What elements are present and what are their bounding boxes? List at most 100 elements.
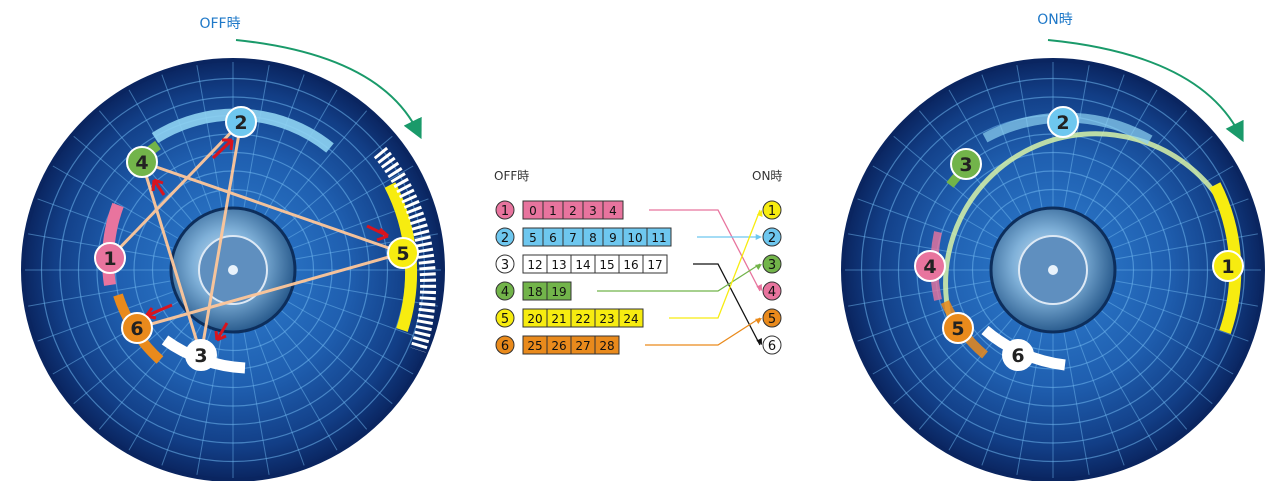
off-marker-6-label: 6 bbox=[130, 318, 143, 340]
legend-link-6 bbox=[645, 317, 761, 346]
legend-cell-value: 6 bbox=[549, 231, 557, 245]
off-disc-grid-spoke bbox=[253, 72, 306, 212]
legend-right-number: 6 bbox=[768, 339, 776, 354]
legend-row-number: 1 bbox=[501, 204, 509, 219]
legend-cell-value: 14 bbox=[575, 258, 590, 272]
legend-row-number: 3 bbox=[501, 258, 509, 273]
on-marker-3-badge bbox=[950, 148, 982, 180]
legend-cell-value: 23 bbox=[599, 312, 614, 326]
legend-cell-value: 2 bbox=[569, 204, 577, 218]
legend-cell-value: 1 bbox=[549, 204, 557, 218]
legend-right-badge bbox=[762, 200, 782, 220]
off-marker-6: 6 bbox=[121, 312, 153, 344]
legend-cell bbox=[594, 335, 620, 355]
on-disc-grid-spoke bbox=[846, 280, 993, 307]
on-disc-grid-spoke bbox=[1083, 323, 1159, 453]
on-disc-grid-spoke bbox=[1073, 72, 1126, 212]
on-rotation-arrow bbox=[1047, 39, 1244, 143]
legend-cell-value: 16 bbox=[623, 258, 638, 272]
off-marker-5-badge bbox=[387, 237, 419, 269]
on-marker-6-label: 6 bbox=[1011, 345, 1024, 367]
legend-link-1 bbox=[649, 209, 761, 292]
legend-cell-value: 15 bbox=[599, 258, 614, 272]
legend-cell-value: 10 bbox=[627, 231, 642, 245]
legend-cell-value: 8 bbox=[589, 231, 597, 245]
legend-cell bbox=[646, 227, 672, 247]
legend-right-number: 4 bbox=[768, 285, 776, 300]
off-disc-grid-spoke bbox=[243, 63, 270, 210]
off-marker-1: 1 bbox=[94, 242, 126, 274]
legend-cell-value: 27 bbox=[575, 339, 590, 353]
legend-right-number: 5 bbox=[768, 312, 776, 327]
on-disc-grid-spoke bbox=[891, 309, 1006, 406]
on-disc-grid-spoke bbox=[870, 164, 1000, 240]
off-marker-5-label: 5 bbox=[396, 243, 409, 265]
legend-link-head bbox=[755, 318, 762, 324]
on-marker-6-badge bbox=[1002, 339, 1034, 371]
legend-right-number: 3 bbox=[768, 258, 776, 273]
off-disc-grid-spoke bbox=[97, 317, 194, 432]
off-disc-grid-spoke bbox=[196, 63, 223, 210]
off-disc-grid-spoke bbox=[160, 72, 213, 212]
off-disc-grid-spoke bbox=[50, 300, 180, 376]
legend-cell-value: 18 bbox=[527, 285, 542, 299]
legend-cell bbox=[642, 254, 668, 274]
off-marker-5: 5 bbox=[387, 237, 419, 269]
off-disc-grid-spoke bbox=[291, 290, 431, 343]
on-marker-6: 6 bbox=[1002, 339, 1034, 371]
off-marker-2: 2 bbox=[225, 106, 257, 138]
legend-row-number: 4 bbox=[501, 285, 509, 300]
on-marker-2-label: 2 bbox=[1056, 112, 1069, 134]
on-arc-glow bbox=[943, 131, 1223, 321]
on-marker-3: 3 bbox=[950, 148, 982, 180]
on-marker-4: 4 bbox=[914, 250, 946, 282]
off-disc-grid-spoke bbox=[243, 330, 270, 477]
off-marker-1-label: 1 bbox=[103, 248, 116, 270]
on-disc-grid-spoke bbox=[846, 233, 993, 260]
on-marker-5-badge bbox=[942, 312, 974, 344]
legend-row-badge bbox=[495, 281, 515, 301]
legend-cell-value: 22 bbox=[575, 312, 590, 326]
off-marker-4: 4 bbox=[126, 146, 158, 178]
legend-right-3: 3 bbox=[762, 254, 782, 274]
legend-cell-value: 5 bbox=[529, 231, 537, 245]
off-marker-1-badge bbox=[94, 242, 126, 274]
on-marker-2-badge bbox=[1047, 106, 1079, 138]
legend-link-head bbox=[756, 210, 763, 217]
on-disc-grid-spoke bbox=[855, 290, 995, 343]
legend-row-badge bbox=[495, 200, 515, 220]
legend-row-number: 5 bbox=[501, 312, 509, 327]
legend-right-badge bbox=[762, 335, 782, 355]
legend-cell-value: 13 bbox=[551, 258, 566, 272]
off-disc-grid-spoke bbox=[263, 323, 339, 453]
legend-row-badge bbox=[495, 227, 515, 247]
legend-cell bbox=[602, 200, 624, 220]
on-marker-1-badge bbox=[1212, 250, 1244, 282]
off-disc-grid-spoke bbox=[280, 309, 395, 406]
legend-link-head bbox=[755, 233, 762, 241]
on-hub-center bbox=[1048, 265, 1058, 275]
off-disc-grid-spoke bbox=[293, 233, 440, 260]
legend-cell-value: 20 bbox=[527, 312, 542, 326]
off-title: OFF時 bbox=[199, 16, 240, 32]
off-hub-center bbox=[228, 265, 238, 275]
off-disc-grid-spoke bbox=[280, 134, 395, 231]
on-disc-grid-spoke bbox=[1106, 164, 1236, 240]
legend-cell-value: 11 bbox=[651, 231, 666, 245]
legend-row-number: 2 bbox=[501, 231, 509, 246]
on-disc-rim bbox=[841, 58, 1265, 481]
off-marker-3: 3 bbox=[185, 339, 217, 371]
legend-link-3 bbox=[693, 263, 761, 346]
on-disc-grid-spoke bbox=[980, 72, 1033, 212]
legend-row-badge bbox=[495, 335, 515, 355]
legend-cell-value: 25 bbox=[527, 339, 542, 353]
on-disc-grid-spoke bbox=[1100, 309, 1215, 406]
on-marker-1-label: 1 bbox=[1221, 256, 1234, 278]
legend-link-4 bbox=[597, 263, 761, 292]
